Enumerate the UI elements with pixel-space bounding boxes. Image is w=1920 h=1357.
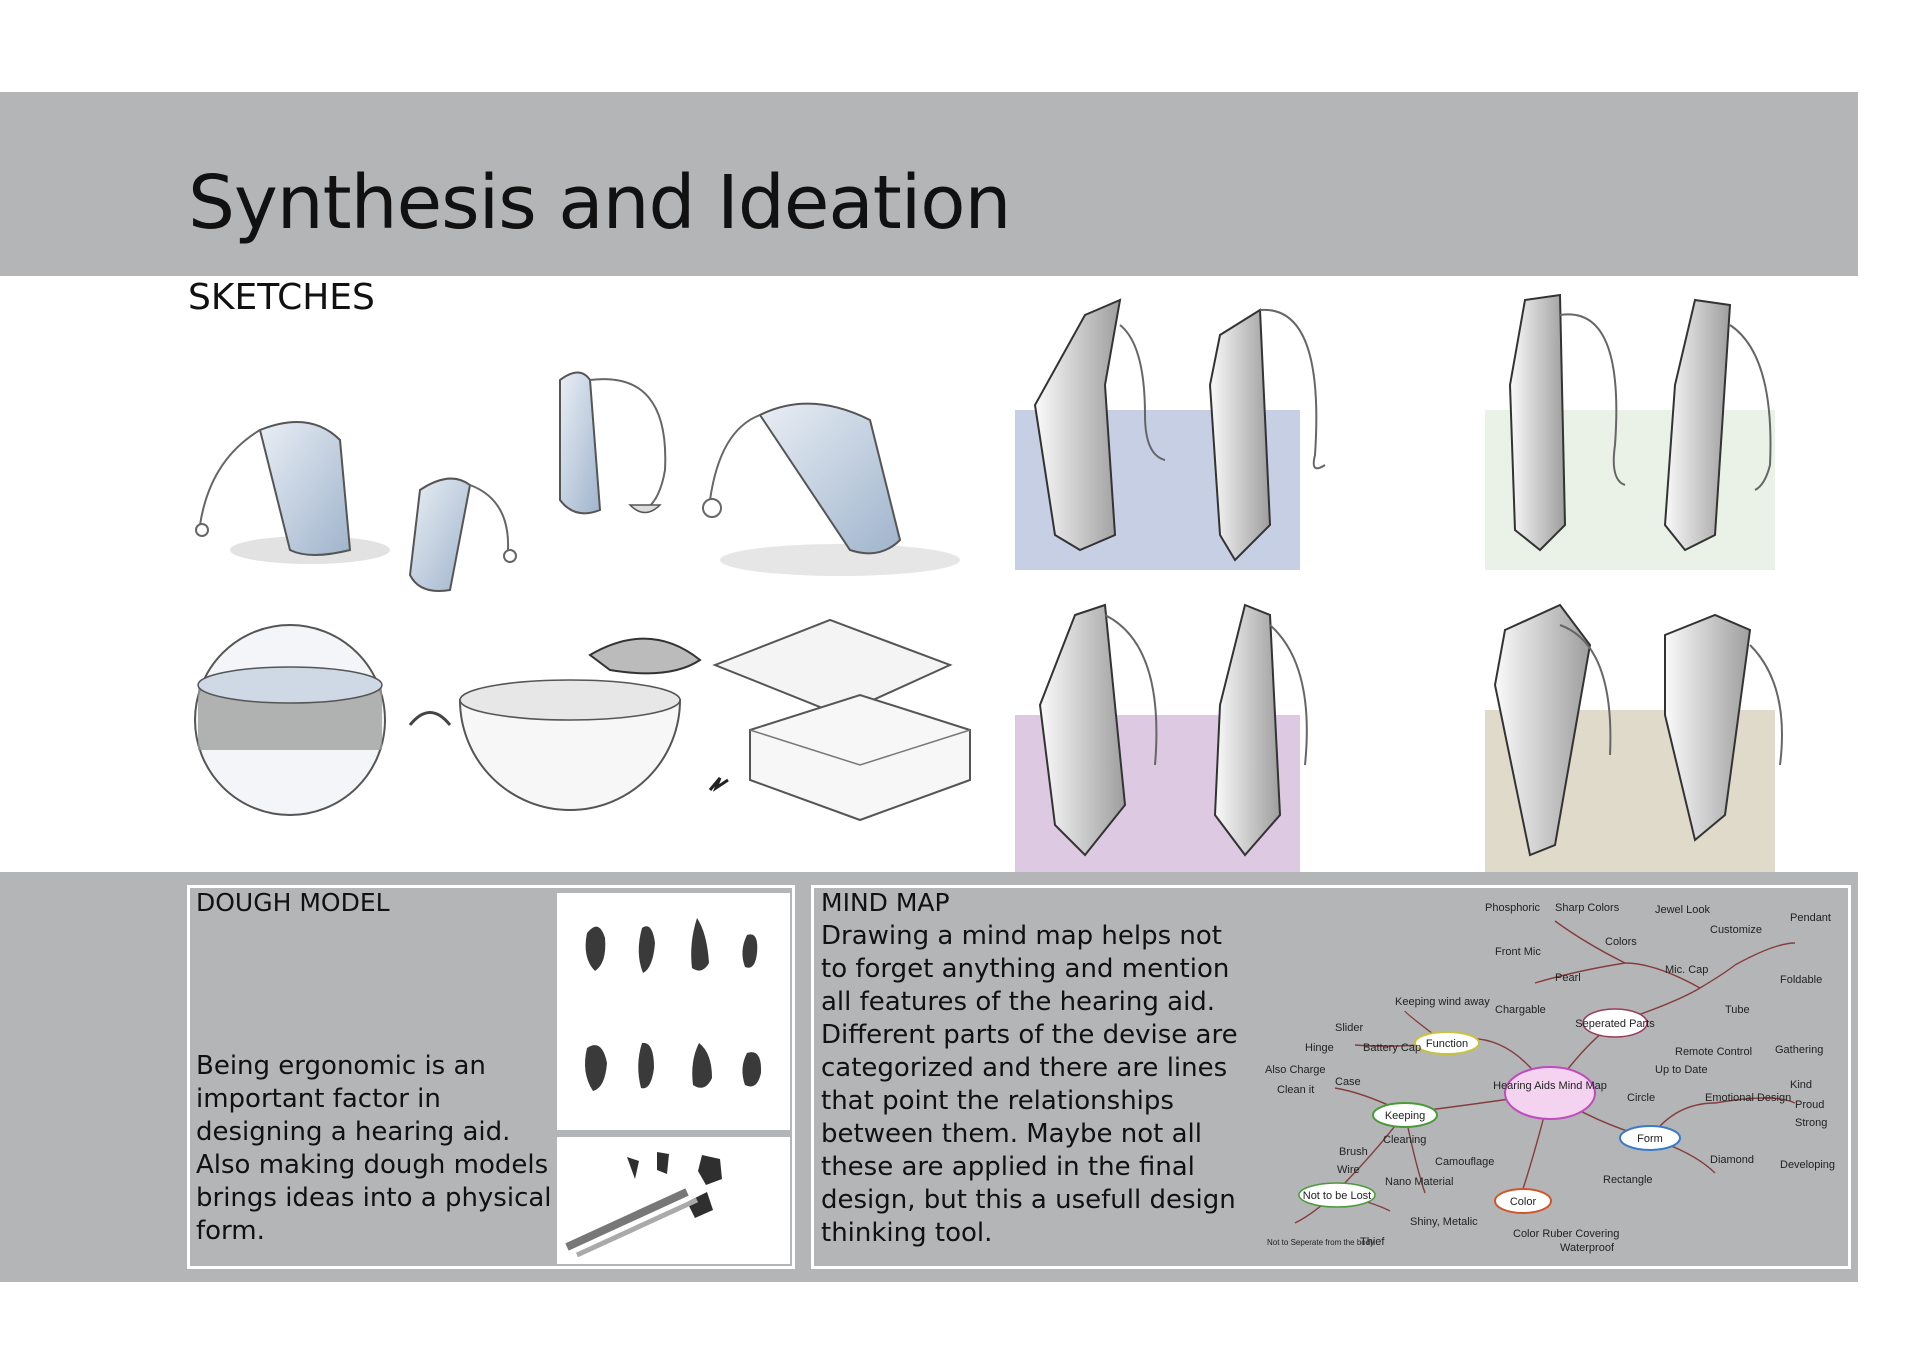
svg-text:Strong: Strong	[1795, 1117, 1827, 1129]
svg-text:Color Ruber Covering: Color Ruber Covering	[1513, 1228, 1619, 1240]
svg-text:Seperated Parts: Seperated Parts	[1575, 1018, 1655, 1030]
svg-text:Pendant: Pendant	[1790, 912, 1831, 924]
svg-text:Function: Function	[1426, 1038, 1468, 1050]
svg-text:Shiny, Metalic: Shiny, Metalic	[1410, 1216, 1478, 1228]
svg-text:Front Mic: Front Mic	[1495, 946, 1541, 958]
aid-variant-2	[1508, 293, 1772, 552]
box-case-sketch	[708, 618, 971, 822]
svg-text:Foldable: Foldable	[1780, 974, 1822, 986]
svg-text:Rectangle: Rectangle	[1603, 1174, 1653, 1186]
svg-text:Developing: Developing	[1780, 1159, 1835, 1171]
mind-map-text: Drawing a mind map helps not to forget a…	[821, 921, 1238, 1248]
mind-map-heading: MIND MAP	[821, 888, 950, 917]
svg-text:Diamond: Diamond	[1710, 1154, 1754, 1166]
svg-text:Not to be Lost: Not to be Lost	[1303, 1190, 1372, 1202]
svg-text:Nano Material: Nano Material	[1385, 1176, 1453, 1188]
mind-map-panel	[811, 885, 1851, 1269]
aid-sketch-1	[195, 421, 390, 564]
svg-text:Hinge: Hinge	[1305, 1042, 1334, 1054]
svg-text:Chargable: Chargable	[1495, 1004, 1546, 1016]
svg-text:Keeping: Keeping	[1385, 1110, 1425, 1122]
svg-text:Form: Form	[1637, 1133, 1663, 1145]
svg-text:Proud: Proud	[1795, 1099, 1824, 1111]
mind-map-center-label: Hearing Aids Mind Map	[1493, 1080, 1607, 1092]
mind-map-diagram: Hearing Aids Mind Map Keeping Function F…	[1265, 902, 1835, 1254]
svg-text:Battery Cap: Battery Cap	[1363, 1042, 1421, 1054]
svg-text:Pearl: Pearl	[1555, 972, 1581, 984]
dough-photo-top	[557, 893, 790, 1130]
svg-text:Cleaning: Cleaning	[1383, 1134, 1426, 1146]
svg-text:Waterproof: Waterproof	[1560, 1242, 1615, 1254]
svg-text:Case: Case	[1335, 1076, 1361, 1088]
svg-text:Slider: Slider	[1335, 1022, 1363, 1034]
dough-photo-bottom	[557, 1137, 790, 1264]
aid-variant-4	[1493, 603, 1783, 857]
svg-text:Color: Color	[1510, 1196, 1537, 1208]
svg-text:Mic. Cap: Mic. Cap	[1665, 964, 1708, 976]
sketch-group-devices	[194, 371, 971, 822]
svg-text:Keeping wind away: Keeping wind away	[1395, 996, 1490, 1008]
aid-variant-3	[1038, 603, 1308, 857]
svg-text:Also Charge: Also Charge	[1265, 1064, 1326, 1076]
dough-model-text: Being ergonomic is an important factor i…	[196, 1051, 552, 1246]
svg-text:Jewel Look: Jewel Look	[1655, 904, 1711, 916]
svg-text:Tube: Tube	[1725, 1004, 1750, 1016]
page-title: Synthesis and Ideation	[188, 160, 1011, 246]
header-band	[0, 92, 1858, 276]
aid-sketch-3	[559, 371, 667, 515]
mind-map-nodes: Hearing Aids Mind Map Keeping Function F…	[1265, 902, 1835, 1254]
svg-text:Gathering: Gathering	[1775, 1044, 1823, 1056]
sphere-case-sketch	[194, 624, 452, 816]
mind-map-center-node	[1504, 1066, 1596, 1120]
aid-variant-1	[1033, 298, 1326, 562]
svg-text:Brush: Brush	[1339, 1146, 1368, 1158]
svg-text:Circle: Circle	[1627, 1092, 1655, 1104]
svg-text:Up to Date: Up to Date	[1655, 1064, 1708, 1076]
svg-text:Remote Control: Remote Control	[1675, 1046, 1752, 1058]
sketch-group-variants	[1015, 293, 1783, 875]
section-subtitle: SKETCHES	[188, 277, 375, 318]
svg-text:Not to Seperate from the body: Not to Seperate from the body	[1267, 1238, 1374, 1247]
open-sphere-sketch	[458, 637, 702, 811]
svg-text:Kind: Kind	[1790, 1079, 1812, 1091]
svg-text:Emotional Design: Emotional Design	[1705, 1092, 1791, 1104]
svg-text:Camouflage: Camouflage	[1435, 1156, 1494, 1168]
aid-sketch-4	[702, 402, 960, 576]
dough-model-panel	[187, 885, 795, 1269]
svg-text:Phosphoric: Phosphoric	[1485, 902, 1541, 914]
svg-text:Wire: Wire	[1337, 1164, 1360, 1176]
aid-sketch-2	[408, 477, 517, 592]
svg-text:Customize: Customize	[1710, 924, 1762, 936]
svg-text:Clean it: Clean it	[1277, 1084, 1314, 1096]
dough-model-heading: DOUGH MODEL	[196, 888, 390, 917]
svg-text:Colors: Colors	[1605, 936, 1637, 948]
svg-text:Sharp Colors: Sharp Colors	[1555, 902, 1620, 914]
svg-text:Thief: Thief	[1360, 1236, 1385, 1248]
